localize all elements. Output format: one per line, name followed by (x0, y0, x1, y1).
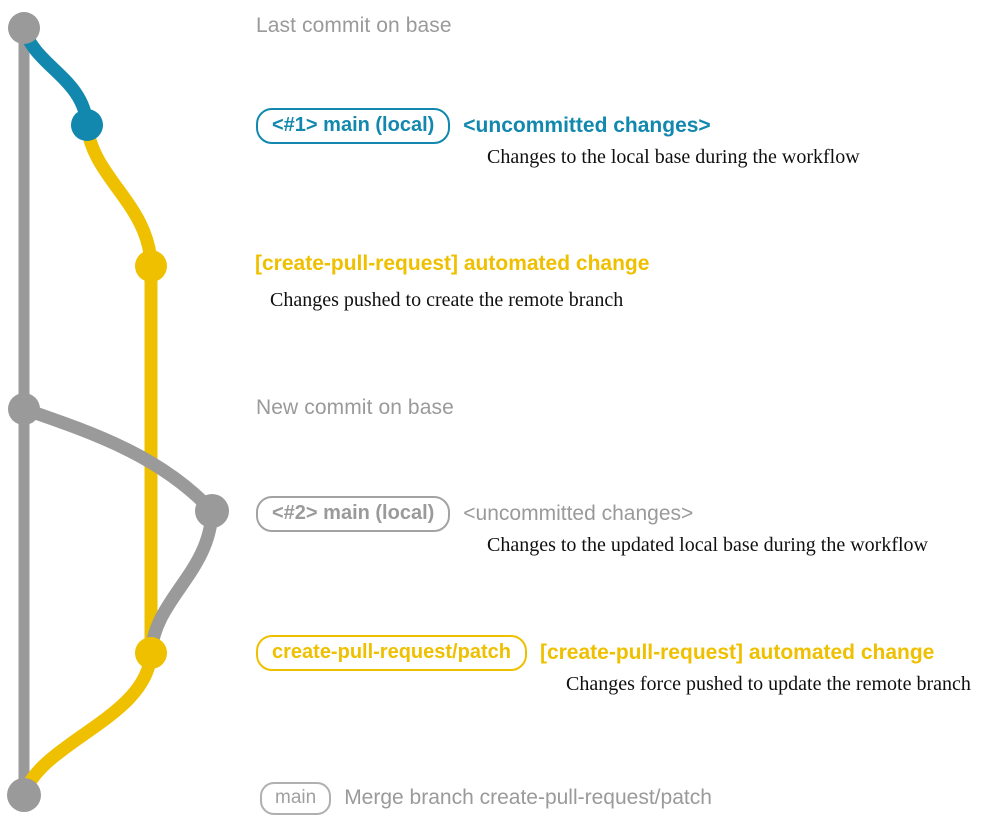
branch-pill-main[interactable]: main (260, 782, 332, 815)
updated-local-branch-line-out (144, 504, 219, 660)
row-local-commit-1: <#1> main (local) <uncommitted changes> (256, 108, 711, 144)
commit-node-base-head[interactable] (8, 12, 40, 44)
commit-node-base-new[interactable] (8, 393, 40, 425)
branch-pill-local-1[interactable]: <#1> main (local) (256, 108, 451, 144)
commit-node-merge[interactable] (7, 778, 41, 812)
commit-subtitle-local-1: Changes to the local base during the wor… (487, 146, 860, 168)
commit-message-local-1: <uncommitted changes> (463, 114, 711, 137)
row-last-commit-on-base: Last commit on base (256, 14, 452, 38)
row-new-commit-on-base: New commit on base (256, 396, 454, 420)
commit-message-merge: Merge branch create-pull-request/patch (344, 786, 712, 810)
commit-title-last-commit-on-base: Last commit on base (256, 14, 452, 37)
commit-node-local-2[interactable] (195, 494, 229, 528)
branch-pill-patch[interactable]: create-pull-request/patch (256, 635, 527, 671)
row-automated-change-2: create-pull-request/patch [create-pull-r… (256, 635, 934, 671)
commit-subtitle-automated-change-1: Changes pushed to create the remote bran… (270, 289, 624, 311)
commit-title-new-commit-on-base: New commit on base (256, 396, 454, 419)
row-local-commit-2: <#2> main (local) <uncommitted changes> (256, 496, 693, 532)
local-branch-line-blue (17, 21, 94, 132)
patch-branch-line-upper (80, 118, 158, 273)
commit-message-automated-change-2: [create-pull-request] automated change (539, 641, 935, 664)
row-merge-commit: main Merge branch create-pull-request/pa… (260, 782, 712, 815)
commit-subtitle-automated-change-2: Changes force pushed to update the remot… (566, 673, 971, 695)
row-automated-change-1: [create-pull-request] automated change (255, 252, 649, 276)
commit-node-patch-1[interactable] (135, 250, 167, 282)
commit-message-automated-change-1: [create-pull-request] automated change (255, 252, 650, 275)
branch-pill-local-2[interactable]: <#2> main (local) (256, 496, 451, 532)
commit-node-local-1[interactable] (71, 109, 103, 141)
commit-subtitle-local-2: Changes to the updated local base during… (487, 534, 928, 556)
commit-node-patch-2[interactable] (135, 637, 167, 669)
commit-message-local-2: <uncommitted changes> (463, 502, 694, 525)
updated-local-branch-line-in (17, 402, 219, 518)
patch-merge-line (17, 646, 158, 802)
